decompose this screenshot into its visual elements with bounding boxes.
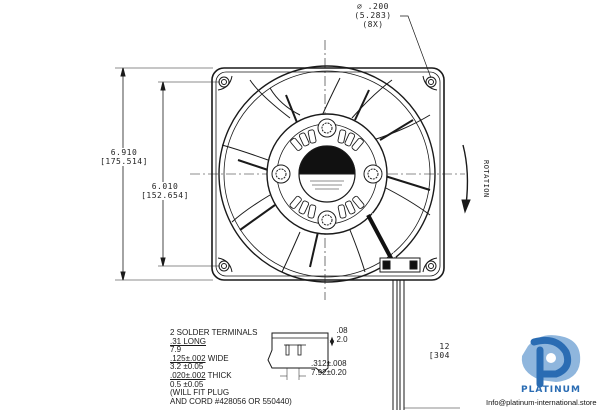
terminal-height-dim: .08 2.0 [334, 326, 350, 344]
terminal-spacing-dim: .312±.008 7.92±0.20 [311, 359, 347, 377]
brand-name: PLATINUM [521, 385, 581, 395]
note-line: AND CORD #428056 OR 550440) [170, 396, 292, 406]
terminal-spacing-mm: 7.92±0.20 [311, 367, 347, 377]
note-line: (WILL FIT PLUG [170, 388, 230, 398]
note-line: 3.2 ±0.05 [170, 362, 204, 372]
hole-spacing-inch: 6.010 [151, 182, 179, 191]
note-line: .31 LONG [170, 336, 207, 346]
lead-length-dim: 12 [304 [420, 342, 450, 360]
note-line: 2 SOLDER TERMINALS [170, 328, 258, 337]
hole-dim-mm: (5.283) [354, 11, 392, 20]
lead-length-inch: 12 [439, 342, 450, 351]
note-line: .020±.002 THICK [170, 370, 232, 380]
brand-email[interactable]: Info@platinum-international.store [486, 398, 597, 407]
terminal-height-inch: .08 [336, 326, 348, 335]
outer-height-inch: 6.910 [110, 148, 138, 157]
lead-length-mm: [304 [428, 351, 450, 360]
outer-height-mm: [175.514] [100, 157, 148, 166]
outer-height-dim: 6.910 [175.514] [95, 148, 153, 166]
note-line: .125±.002 WIDE [170, 353, 229, 363]
terminal-height-mm: 2.0 [336, 334, 348, 344]
hole-dim-inch: ⌀ .200 [357, 2, 389, 11]
terminal-spacing-inch: .312±.008 [311, 359, 347, 368]
note-line: 7.9 [170, 345, 182, 355]
rotation-label: ROTATION [482, 160, 490, 198]
terminal-notes: 2 SOLDER TERMINALS .31 LONG 7.9 .125±.00… [170, 328, 292, 406]
hole-spacing-dim: 6.010 [152.654] [136, 182, 194, 200]
hole-dim-count: (8X) [362, 20, 384, 29]
note-line: 0.5 ±0.05 [170, 379, 204, 389]
hole-dim: ⌀ .200 (5.283) (8X) [345, 2, 401, 29]
hole-spacing-mm: [152.654] [141, 191, 189, 200]
